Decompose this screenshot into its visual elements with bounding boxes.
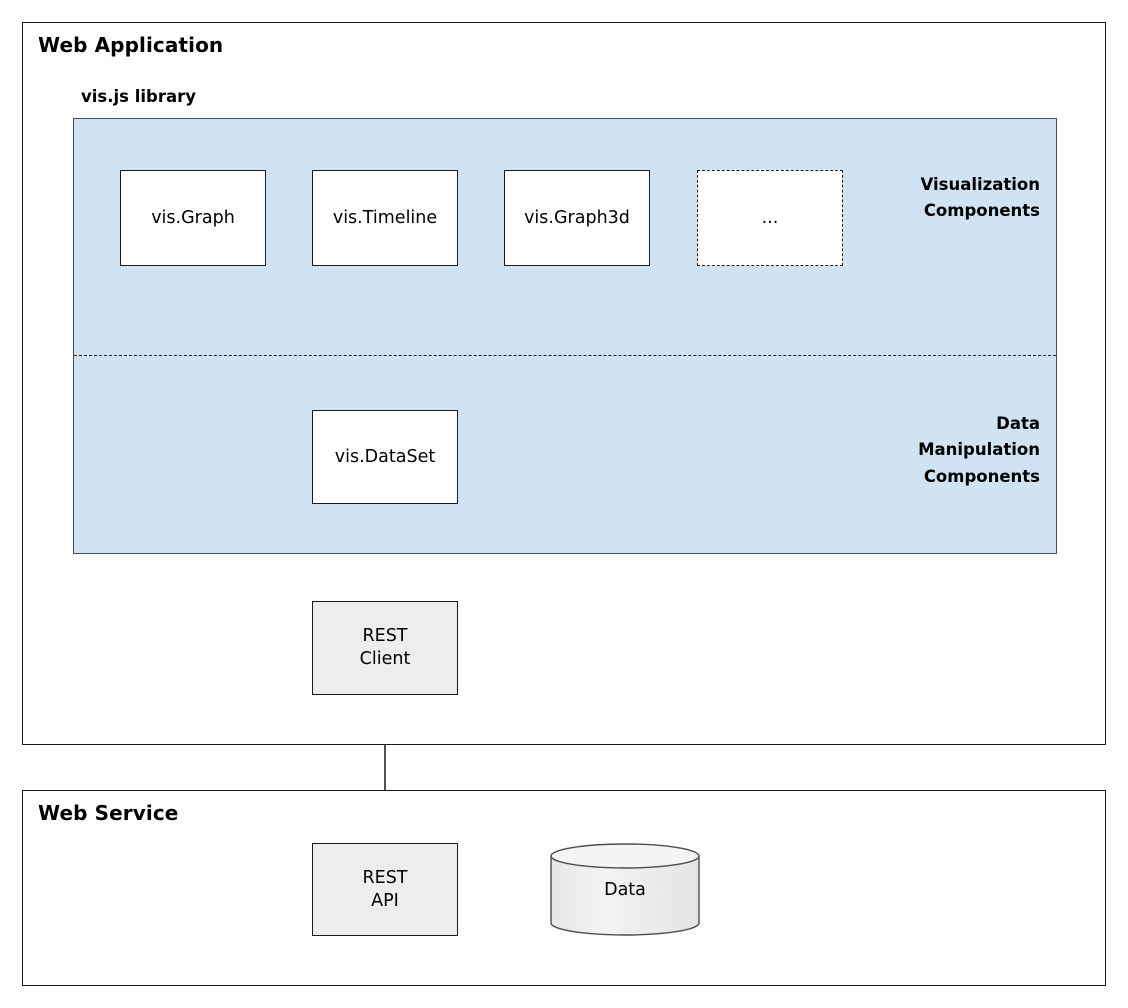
node-vis-graph-label: vis.Graph	[151, 207, 235, 228]
layer-divider	[74, 355, 1056, 356]
node-vis-graph3d[interactable]: vis.Graph3d	[504, 170, 650, 266]
node-rest-api-label: REST API	[362, 867, 408, 911]
node-vis-graph3d-label: vis.Graph3d	[524, 207, 630, 228]
web-service-title: Web Service	[38, 801, 179, 825]
node-rest-api[interactable]: REST API	[312, 843, 458, 936]
node-rest-client-label: REST Client	[359, 626, 411, 669]
node-vis-graph[interactable]: vis.Graph	[120, 170, 266, 266]
visualization-components-caption: Visualization Components	[920, 175, 1040, 221]
vis-js-library-title: vis.js library	[81, 87, 197, 106]
database-cylinder-icon	[550, 843, 700, 936]
node-rest-client[interactable]: REST Client	[312, 601, 458, 695]
node-vis-timeline[interactable]: vis.Timeline	[312, 170, 458, 266]
node-more-components-placeholder[interactable]: ...	[697, 170, 843, 266]
node-ellipsis-label: ...	[761, 207, 779, 228]
web-application-title: Web Application	[38, 33, 224, 57]
data-manipulation-components-caption: Data Manipulation Components	[918, 414, 1040, 486]
node-vis-dataset-label: vis.DataSet	[334, 446, 436, 467]
node-vis-timeline-label: vis.Timeline	[332, 207, 438, 228]
node-vis-dataset[interactable]: vis.DataSet	[312, 410, 458, 504]
node-data-store[interactable]: Data	[550, 843, 700, 936]
